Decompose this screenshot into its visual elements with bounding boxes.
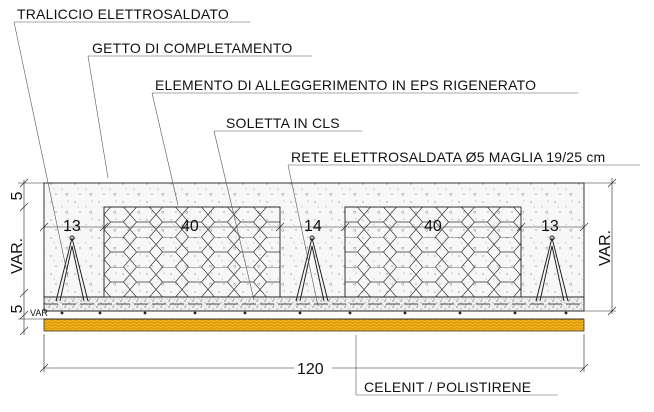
lattice-girder-center — [295, 235, 329, 302]
dim-top-slab: 5 — [9, 191, 26, 200]
label-celenit: CELENIT / POLISTIRENE — [364, 379, 531, 395]
label-traliccio: TRALICCIO ELETTROSALDATO — [17, 6, 229, 22]
lattice-girder-left — [55, 235, 89, 302]
dim-celenit: VAR — [30, 308, 48, 318]
top-dimension-line — [39, 222, 589, 232]
dim-total-width: 120 — [297, 361, 324, 378]
celenit-layer — [43, 318, 585, 332]
dim-bottom-slab: 5 — [9, 304, 26, 313]
dim-rib-center: 14 — [304, 218, 322, 235]
label-elemento: ELEMENTO DI ALLEGGERIMENTO IN EPS RIGENE… — [155, 77, 536, 93]
dim-rib-right: 13 — [541, 218, 559, 235]
label-getto: GETTO DI COMPLETAMENTO — [92, 40, 292, 56]
dim-rib-left: 13 — [63, 218, 81, 235]
leader-lines — [13, 21, 640, 396]
mesh-rebar — [60, 311, 568, 315]
left-dimension-line — [18, 178, 44, 336]
dim-block-left: 40 — [181, 218, 199, 235]
right-dimension-line — [584, 178, 617, 316]
eps-block-left — [103, 206, 281, 298]
dim-height-left: VAR. — [9, 238, 26, 274]
label-soletta: SOLETTA IN CLS — [226, 115, 340, 131]
label-rete: RETE ELETTROSALDATA Ø5 MAGLIA 19/25 cm — [291, 149, 605, 165]
dim-height-right: VAR. — [597, 230, 614, 266]
eps-block-right — [344, 206, 522, 298]
dim-block-right: 40 — [424, 218, 442, 235]
lattice-girder-right — [535, 235, 569, 302]
